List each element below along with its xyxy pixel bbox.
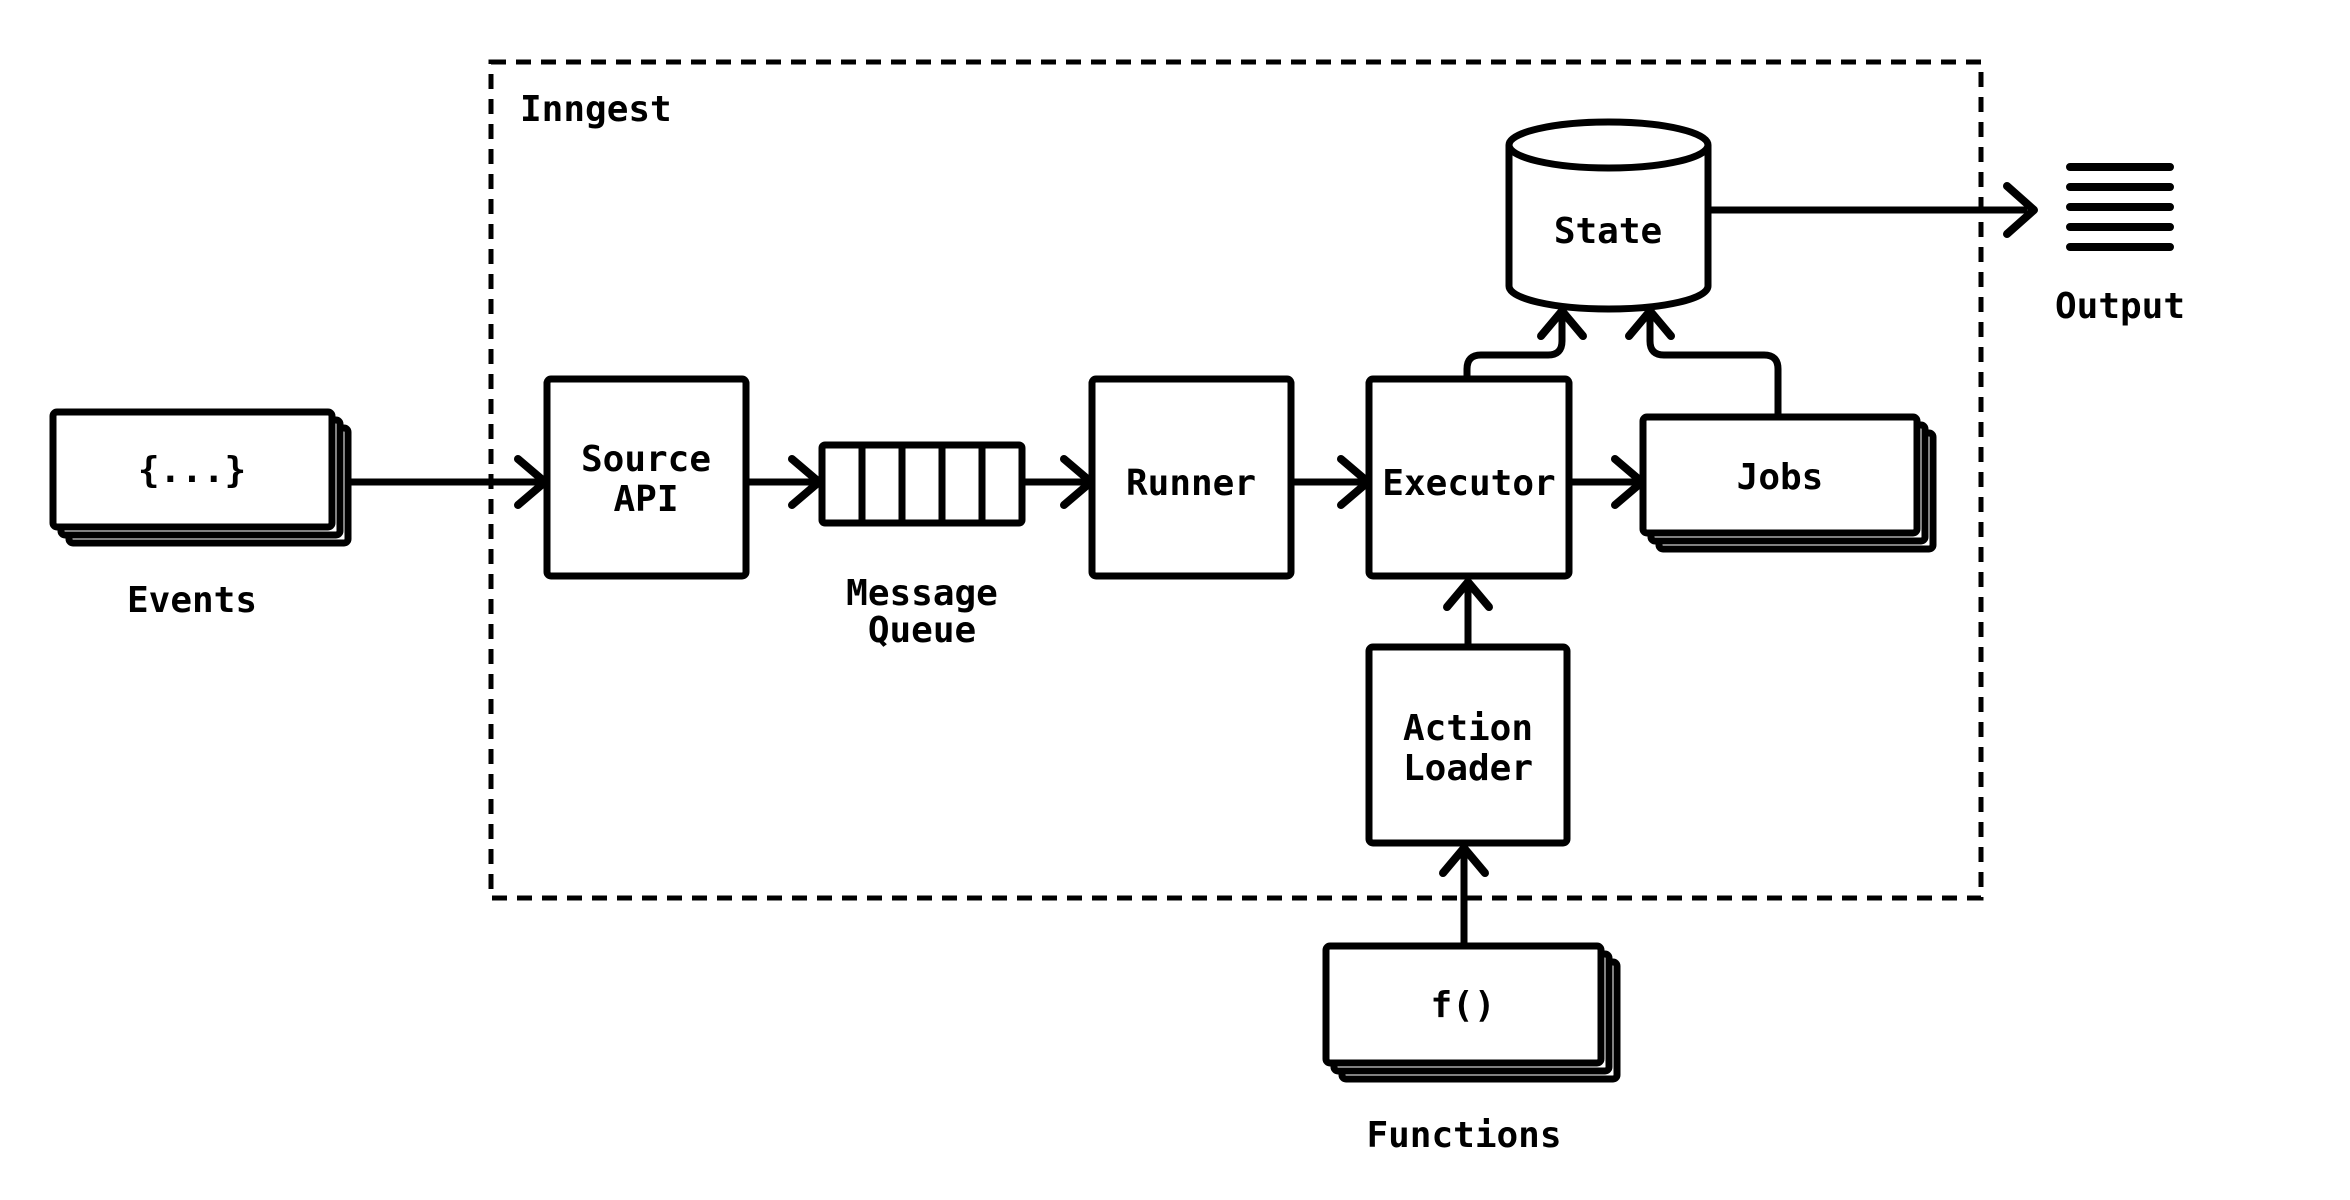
arrow-source-api-to-queue bbox=[742, 455, 823, 509]
arrowhead-right-icon bbox=[2003, 182, 2038, 238]
database-cylinder-body bbox=[1505, 145, 1712, 313]
arrow-action-loader-to-executor bbox=[1443, 578, 1493, 651]
jobs-node: Jobs bbox=[1639, 413, 1937, 553]
message-queue-caption-line1: Message bbox=[846, 573, 998, 614]
arrow-runner-to-executor bbox=[1287, 455, 1372, 509]
elbow-shaft bbox=[1463, 316, 1566, 383]
source-api-node: Source API bbox=[543, 375, 750, 580]
executor-label: Executor bbox=[1382, 463, 1555, 504]
action-loader-box bbox=[1365, 643, 1571, 847]
message-queue-icon bbox=[818, 441, 1026, 527]
message-queue-node: Message Queue bbox=[818, 441, 1026, 651]
output-caption: Output bbox=[2055, 286, 2185, 327]
arrowhead-up-icon bbox=[1537, 307, 1587, 340]
executor-node: Executor bbox=[1365, 375, 1573, 580]
runner-label: Runner bbox=[1126, 463, 1256, 504]
state-label: State bbox=[1554, 211, 1662, 252]
arrow-jobs-to-state bbox=[1625, 307, 1782, 421]
events-node: {...} Events bbox=[49, 408, 352, 621]
queue-cell-dividers bbox=[858, 441, 986, 527]
arrow-functions-to-action-loader bbox=[1439, 844, 1489, 950]
events-caption: Events bbox=[127, 580, 257, 621]
functions-box-text: f() bbox=[1430, 985, 1495, 1026]
arrow-state-to-output bbox=[1704, 182, 2038, 238]
jobs-label: Jobs bbox=[1737, 457, 1824, 498]
arrow-queue-to-runner bbox=[1018, 455, 1095, 509]
runner-node: Runner bbox=[1088, 375, 1295, 580]
runner-box bbox=[1088, 375, 1295, 580]
source-api-label-line2: API bbox=[613, 479, 678, 520]
output-lines-icon bbox=[2066, 163, 2174, 251]
state-node: State bbox=[1505, 118, 1712, 313]
functions-node: f() Functions bbox=[1322, 942, 1621, 1156]
database-cylinder-top bbox=[1505, 118, 1712, 172]
jobs-card-front bbox=[1639, 413, 1921, 537]
arrowhead-up-icon bbox=[1439, 844, 1489, 877]
elbow-shaft bbox=[1646, 316, 1782, 421]
message-queue-caption-line2: Queue bbox=[868, 610, 976, 651]
functions-card-front bbox=[1322, 942, 1605, 1067]
events-card-front bbox=[49, 408, 336, 531]
source-api-label-line1: Source bbox=[581, 439, 711, 480]
action-loader-node: Action Loader bbox=[1365, 643, 1571, 847]
arrowhead-up-icon bbox=[1443, 578, 1493, 611]
source-api-box bbox=[543, 375, 750, 580]
action-loader-label-line1: Action bbox=[1403, 708, 1533, 749]
functions-caption: Functions bbox=[1366, 1115, 1561, 1156]
action-loader-label-line2: Loader bbox=[1403, 748, 1533, 789]
arrowhead-up-icon bbox=[1625, 307, 1675, 340]
output-node: Output bbox=[2055, 163, 2185, 327]
arrow-executor-to-jobs bbox=[1565, 455, 1646, 509]
events-box-text: {...} bbox=[138, 450, 246, 491]
arrow-events-to-source-api bbox=[345, 455, 549, 509]
inngest-label: Inngest bbox=[520, 89, 672, 130]
arrow-executor-to-state bbox=[1463, 307, 1587, 383]
